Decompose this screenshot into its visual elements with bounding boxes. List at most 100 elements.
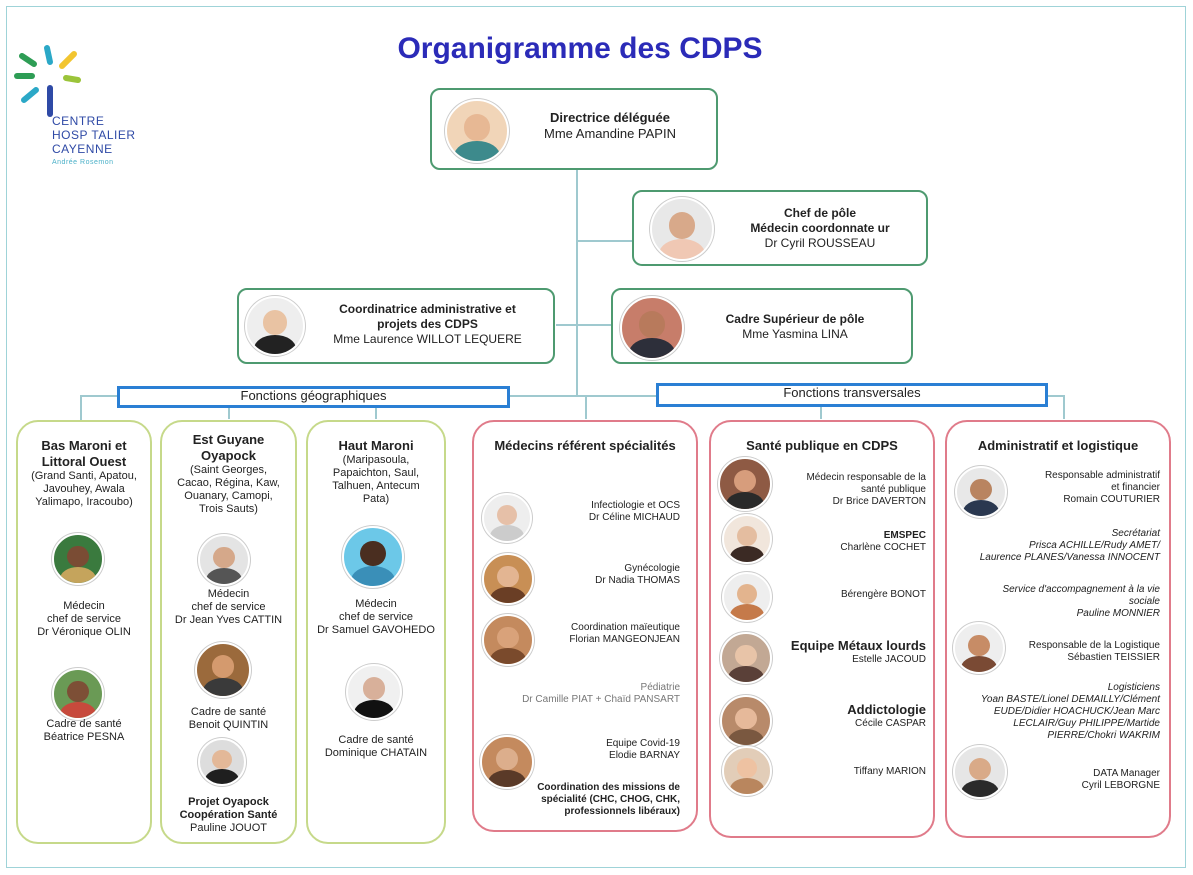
sante-e1-text: Médecin responsable de la santé publique…	[772, 472, 926, 508]
medecins-title: Médecins référent spécialités	[494, 438, 676, 453]
admin-e1-role-2: et financier	[1111, 482, 1160, 493]
admin-e1-role: Responsable administratif	[1044, 470, 1160, 481]
est-guyane-p2-role: Cadre de santé	[190, 706, 267, 718]
sante-e5-role: Addictologie	[847, 702, 926, 717]
connector	[576, 240, 634, 242]
sante-e4-photo	[720, 632, 772, 684]
bas-maroni-p1-role: Médecin	[63, 600, 105, 612]
est-guyane-p3-text: Projet Oyapock Coopération Santé Pauline…	[162, 796, 295, 835]
sante-e6-text: Tiffany MARION	[772, 766, 926, 778]
sante-e3-photo	[722, 572, 772, 622]
coordinatrice-role-2: projets des CDPS	[377, 317, 478, 331]
est-guyane-p1-name: Dr Jean Yves CATTIN	[174, 614, 283, 626]
bas-maroni-p2-name: Béatrice PESNA	[43, 731, 125, 743]
admin-e5-line-3: LECLAIR/Guy PHILIPPE/Martide	[1013, 718, 1160, 729]
est-guyane-p1-role: Médecin	[207, 588, 250, 600]
bas-maroni-header: Bas Maroni et Littoral Ouest (Grand Sant…	[18, 438, 150, 509]
haut-maroni-p2-role: Cadre de santé	[338, 734, 414, 746]
sante-e2-text: EMSPEC Charlène COCHET	[772, 530, 926, 554]
haut-maroni-p2-name: Dominique CHATAIN	[324, 747, 428, 759]
sante-e5-name: Cécile CASPAR	[855, 718, 926, 729]
admin-e6-text: DATA Manager Cyril LEBORGNE	[1005, 768, 1160, 792]
est-guyane-p2-name: Benoit QUINTIN	[188, 719, 269, 731]
page-title: Organigramme des CDPS	[397, 32, 763, 65]
directrice-photo	[445, 99, 509, 163]
directrice-text: Directrice déléguée Mme Amandine PAPIN	[510, 110, 710, 142]
admin-e5-line-4: PIERRE/Chokri WAKRIM	[1047, 730, 1160, 741]
chef-pole-text: Chef de pôle Médecin coordonnate ur Dr C…	[720, 206, 920, 251]
sante-publique-title: Santé publique en CDPS	[746, 438, 898, 453]
admin-e6-photo	[953, 745, 1007, 799]
sante-e4-text: Equipe Métaux lourds Estelle JACOUD	[772, 638, 926, 666]
sante-e4-name: Estelle JACOUD	[852, 654, 926, 665]
admin-title: Administratif et logistique	[977, 438, 1139, 453]
medecins-e2-photo	[482, 553, 534, 605]
bas-maroni-p1-name: Dr Véronique OLIN	[37, 626, 131, 638]
haut-maroni-title: Haut Maroni	[338, 438, 414, 453]
admin-e5-line-1: Yoan BASTE/Lionel DEMAILLY/Clément	[980, 694, 1160, 705]
medecins-e1-text: Infectiologie et OCS Dr Céline MICHAUD	[532, 500, 680, 524]
admin-e5-line-2: EUDE/Didier HOACHUCK/Jean Marc	[993, 706, 1160, 717]
cadre-sup-name: Mme Yasmina LINA	[742, 327, 848, 341]
coordinatrice-photo	[245, 296, 305, 356]
haut-maroni-box	[306, 420, 446, 844]
est-guyane-p1-text: Médecin chef de service Dr Jean Yves CAT…	[162, 588, 295, 627]
est-guyane-p3-role-2: Coopération Santé	[179, 809, 278, 821]
haut-maroni-sub: (Maripasoula,	[342, 454, 410, 466]
est-guyane-p3-photo	[198, 738, 246, 786]
bas-maroni-title-2: Littoral Ouest	[41, 454, 127, 469]
medecins-e2-role: Gynécologie	[624, 563, 680, 574]
admin-e6-name: Cyril LEBORGNE	[1081, 780, 1160, 791]
admin-e4-photo	[953, 622, 1005, 674]
medecins-e3-role: Coordination maïeutique	[571, 622, 680, 633]
admin-e2-role: Secrétariat	[1111, 528, 1160, 539]
est-guyane-sub-4: Trois Sauts)	[199, 503, 258, 515]
bas-maroni-p1-role-2: chef de service	[47, 613, 121, 625]
medecins-e3-name: Florian MANGEONJEAN	[569, 634, 680, 645]
haut-maroni-p1-name: Dr Samuel GAVOHEDO	[317, 624, 435, 636]
est-guyane-title-2: Oyapock	[201, 448, 256, 463]
est-guyane-p2-photo	[195, 642, 251, 698]
admin-e5-text: Logisticiens Yoan BASTE/Lionel DEMAILLY/…	[950, 682, 1160, 742]
chef-pole-role: Chef de pôle	[783, 206, 856, 220]
coordinatrice-text: Coordinatrice administrative et projets …	[305, 302, 550, 347]
connector	[556, 324, 612, 326]
sante-e6-name: Tiffany MARION	[853, 766, 926, 777]
directrice-name: Mme Amandine PAPIN	[544, 126, 676, 141]
haut-maroni-p1-role: Médecin	[355, 598, 397, 610]
bas-maroni-box	[16, 420, 152, 844]
sante-e6-photo	[722, 746, 772, 796]
admin-e2-line-1: Prisca ACHILLE/Rudy AMET/	[1029, 540, 1160, 551]
est-guyane-p3-role: Projet Oyapock	[188, 796, 269, 808]
medecins-e4-name: Dr Camille PIAT + Chaïd PANSART	[522, 694, 680, 705]
sante-e2-name: Charlène COCHET	[840, 542, 926, 553]
admin-e1-photo	[955, 466, 1007, 518]
medecins-e5-text: Equipe Covid-19 Elodie BARNAY	[532, 738, 680, 762]
chef-pole-photo	[650, 197, 714, 261]
admin-e5-role: Logisticiens	[1107, 682, 1160, 693]
bas-maroni-p2-text: Cadre de santé Béatrice PESNA	[18, 718, 150, 744]
sante-e1-role: Médecin responsable de la	[806, 472, 926, 483]
sante-e2-role: EMSPEC	[883, 530, 926, 541]
sante-e1-photo	[718, 457, 772, 511]
bas-maroni-p2-photo	[52, 668, 104, 720]
sante-e3-name: Bérengère BONOT	[840, 589, 926, 600]
admin-e4-role: Responsable de la Logistique	[1028, 640, 1160, 651]
admin-e4-text: Responsable de la Logistique Sébastien T…	[1005, 640, 1160, 664]
est-guyane-p1-role-2: chef de service	[191, 601, 266, 613]
admin-e3-line-2: sociale	[1128, 596, 1160, 607]
est-guyane-header: Est Guyane Oyapock (Saint Georges, Cacao…	[162, 432, 295, 516]
haut-maroni-p1-photo	[342, 526, 404, 588]
sante-e5-text: Addictologie Cécile CASPAR	[772, 702, 926, 730]
logo-line-1: CENTRE	[52, 114, 105, 128]
bas-maroni-sub-3: Yalimapo, Iracoubo)	[35, 496, 133, 508]
haut-maroni-sub-2: Papaichton, Saul,	[332, 467, 420, 479]
medecins-e2-text: Gynécologie Dr Nadia THOMAS	[532, 563, 680, 587]
medecins-e2-name: Dr Nadia THOMAS	[595, 575, 680, 586]
connector	[576, 170, 578, 396]
chef-pole-name: Dr Cyril ROUSSEAU	[764, 236, 876, 250]
est-guyane-p1-photo	[198, 534, 250, 586]
coordinatrice-role: Coordinatrice administrative et	[339, 302, 516, 316]
sante-e4-role: Equipe Métaux lourds	[790, 638, 926, 653]
admin-e3-line-1: Service d'accompagnement à la vie	[1002, 584, 1160, 595]
